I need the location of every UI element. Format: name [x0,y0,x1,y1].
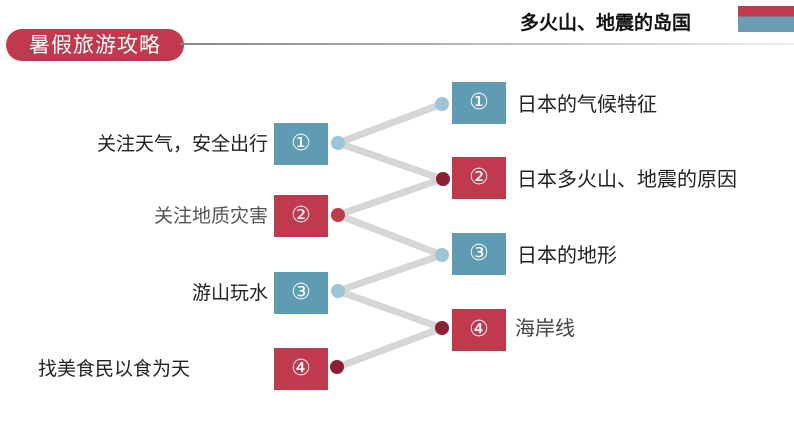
node-dot [331,208,345,222]
node-dot [331,136,345,150]
left-number-box[interactable]: ② [274,195,328,237]
left-number-box[interactable]: ④ [274,348,328,390]
right-number-box[interactable]: ② [452,157,506,199]
topic-title: 多火山、地震的岛国 [520,12,692,34]
left-number-box[interactable]: ③ [274,272,328,314]
right-item-text: 日本的地形 [517,243,617,267]
right-number-box[interactable]: ④ [452,309,506,351]
right-item-text: 日本多火山、地震的原因 [517,167,737,191]
header-divider [180,43,794,45]
node-dot [435,248,449,262]
connector [334,324,446,371]
node-dot [436,172,450,186]
connector [334,287,446,332]
connector [334,175,446,219]
left-item-text: 找美食民以食为天 [38,358,191,380]
connector [334,139,446,183]
node-dot [330,360,344,374]
left-item-text: 关注地质灾害 [153,205,268,227]
left-item-text: 游山玩水 [191,282,268,304]
connector [334,251,446,295]
right-item-text: 海岸线 [515,316,575,340]
left-item-text: 关注天气，安全出行 [96,133,268,155]
node-dot [331,284,345,298]
left-number-box[interactable]: ① [274,123,328,165]
right-number-box[interactable]: ① [452,82,506,124]
right-number-box[interactable]: ③ [452,233,506,275]
node-dot [435,97,449,111]
section-label: 暑假旅游攻略 [6,29,184,61]
node-dot [435,321,449,335]
connector [334,211,446,259]
right-item-text: 日本的气候特征 [517,92,657,116]
connector [334,100,446,147]
decoration-bar [738,6,794,32]
